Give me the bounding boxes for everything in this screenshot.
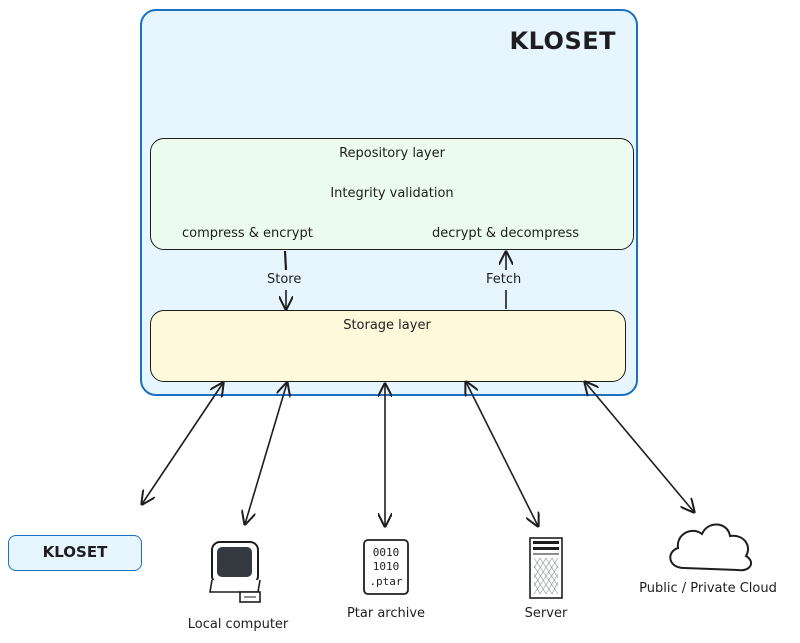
ptar-icon-line: 0010 [373, 546, 400, 559]
server-label: Server [524, 606, 568, 621]
repository-layer-title: Repository layer [339, 146, 445, 161]
decrypt-decompress-label: decrypt & decompress [432, 226, 580, 241]
computer-icon [209, 541, 261, 603]
store-arrow [285, 250, 286, 309]
arrow-to-server [466, 382, 538, 526]
fetch-label: Fetch [484, 272, 524, 287]
cloud-label: Public / Private Cloud [639, 581, 777, 596]
integrity-validation-label: Integrity validation [330, 186, 454, 201]
ptar-icon-line: .ptar [369, 575, 402, 588]
arrow-to-cloud [585, 382, 694, 512]
arrow-to-kloset [142, 383, 223, 504]
compress-encrypt-label: compress & encrypt [182, 226, 313, 241]
kloset-title: KLOSET [509, 27, 616, 55]
server-icon [529, 537, 563, 599]
repository-layer-box [150, 138, 634, 250]
ptar-archive-label: Ptar archive [346, 606, 426, 621]
kloset-target-box: KLOSET [8, 535, 142, 571]
ptar-archive-icon: 0010 1010 .ptar [363, 539, 409, 595]
arrow-to-local-computer [245, 383, 287, 524]
store-label: Store [265, 272, 304, 287]
ptar-icon-line: 1010 [373, 560, 400, 573]
local-computer-label: Local computer [187, 617, 289, 632]
storage-layer-box [150, 310, 626, 382]
storage-layer-title: Storage layer [343, 318, 431, 333]
cloud-icon [669, 523, 753, 572]
